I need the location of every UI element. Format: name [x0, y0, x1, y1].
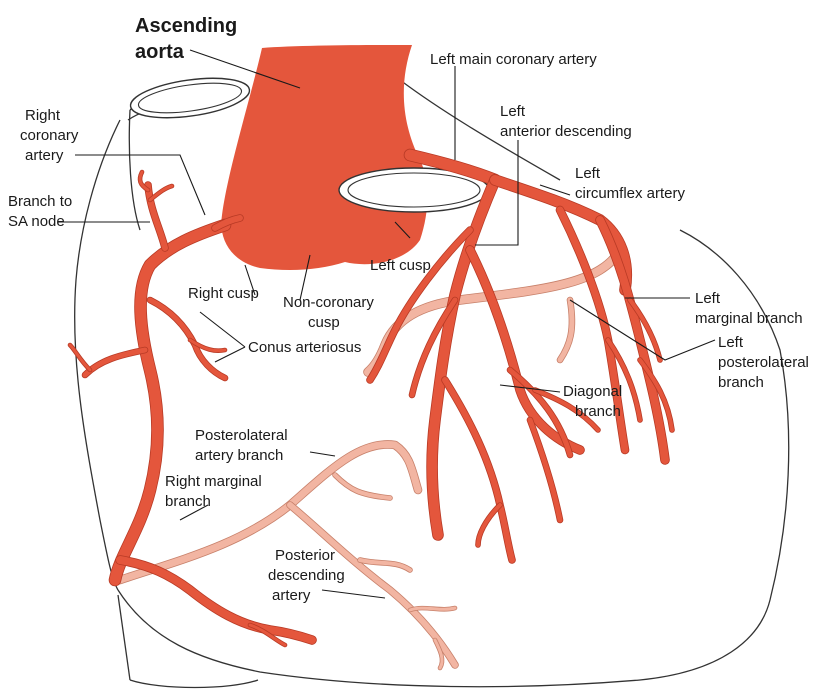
right-coronary-label-3: artery: [25, 147, 64, 164]
posterolateral-twig-1: [335, 475, 390, 498]
pda-label-3: artery: [272, 587, 311, 604]
right-vent-twig: [85, 350, 145, 375]
right-cusp-label: Right cusp: [188, 285, 259, 302]
circumflex-label-1: Left: [575, 165, 601, 182]
ascending-aorta-shape: [221, 45, 427, 270]
circumflex-label-2: circumflex artery: [575, 185, 686, 202]
conus-label: Conus arteriosus: [248, 339, 361, 356]
pda-twig-2: [410, 608, 455, 610]
ascending-aorta-label-1: Ascending: [135, 15, 237, 37]
right-marginal-label-1: Right marginal: [165, 473, 262, 490]
sa-twig-a: [150, 186, 172, 200]
lad-label-1: Left: [500, 103, 526, 120]
left-marginal-label-2: marginal branch: [695, 310, 803, 327]
posterolateral-artery-label-1: Posterolateral: [195, 427, 288, 444]
right-coronary-label-1: Right: [25, 107, 61, 124]
left-posterolateral-label-3: branch: [718, 374, 764, 391]
left-posterolateral-twig: [560, 300, 572, 360]
non-coronary-label-2: cusp: [308, 314, 340, 331]
branch-sa-label-2: SA node: [8, 213, 65, 230]
left-main-coronary-label: Left main coronary artery: [430, 51, 597, 68]
rv-twig-2: [70, 345, 90, 370]
non-coronary-label-1: Non-coronary: [283, 294, 374, 311]
diagonal-label-2: branch: [575, 403, 621, 420]
diagonal-label-1: Diagonal: [563, 383, 622, 400]
ascending-aorta-label-2: aorta: [135, 41, 185, 63]
left-posterolateral-label-2: posterolateral: [718, 354, 809, 371]
left-marginal-label-1: Left: [695, 290, 721, 307]
right-marginal-label-2: branch: [165, 493, 211, 510]
left-posterolateral-label-1: Left: [718, 334, 744, 351]
pda-label-1: Posterior: [275, 547, 335, 564]
svc-ring: [128, 72, 252, 124]
conus-branch: [150, 300, 225, 378]
pda-label-2: descending: [268, 567, 345, 584]
left-cusp-label: Left cusp: [370, 257, 431, 274]
posterolateral-artery-label-2: artery branch: [195, 447, 283, 464]
branch-sa-label-1: Branch to: [8, 193, 72, 210]
sa-twig-b: [140, 172, 148, 190]
lad-lower-twig: [478, 505, 500, 545]
lad-label-2: anterior descending: [500, 123, 632, 140]
right-coronary-label-2: coronary: [20, 127, 79, 144]
right-coronary-artery: [115, 225, 225, 580]
